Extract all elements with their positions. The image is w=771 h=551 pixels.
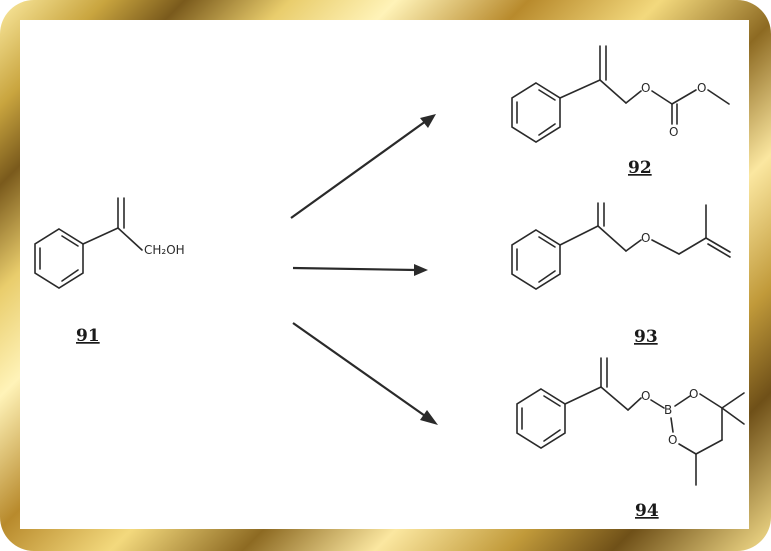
arrowhead-92 (420, 114, 436, 128)
atom-o-ether-92: O (641, 81, 650, 95)
arrowhead-94 (420, 410, 438, 425)
molecule-93: O 93 (511, 202, 731, 347)
atom-o-exo-94: O (641, 389, 650, 403)
reaction-arrows (290, 114, 438, 425)
hydroxymethyl-label: CH₂OH (144, 243, 185, 257)
molecule-91: CH₂OH 91 (34, 197, 185, 346)
arrowhead-93 (414, 264, 428, 276)
white-panel (20, 20, 749, 529)
atom-o-ring-top-94: O (689, 387, 698, 401)
atom-o-ether-93: O (641, 231, 650, 245)
atom-o-carbonyl-92: O (669, 125, 678, 139)
atom-o-methoxy-92: O (697, 81, 706, 95)
molecule-92: O O O 92 (511, 45, 730, 178)
compound-label-93: 93 (634, 327, 658, 347)
compound-label-91: 91 (76, 326, 100, 346)
arrow-to-92 (290, 120, 427, 219)
atom-boron-94: B (664, 403, 672, 417)
arrow-to-94 (292, 322, 429, 419)
arrow-to-93 (292, 266, 417, 272)
atom-o-ring-bottom-94: O (668, 433, 677, 447)
molecule-94: O B O O 94 (516, 357, 745, 521)
compound-label-94: 94 (635, 501, 659, 521)
compound-label-92: 92 (628, 158, 652, 178)
